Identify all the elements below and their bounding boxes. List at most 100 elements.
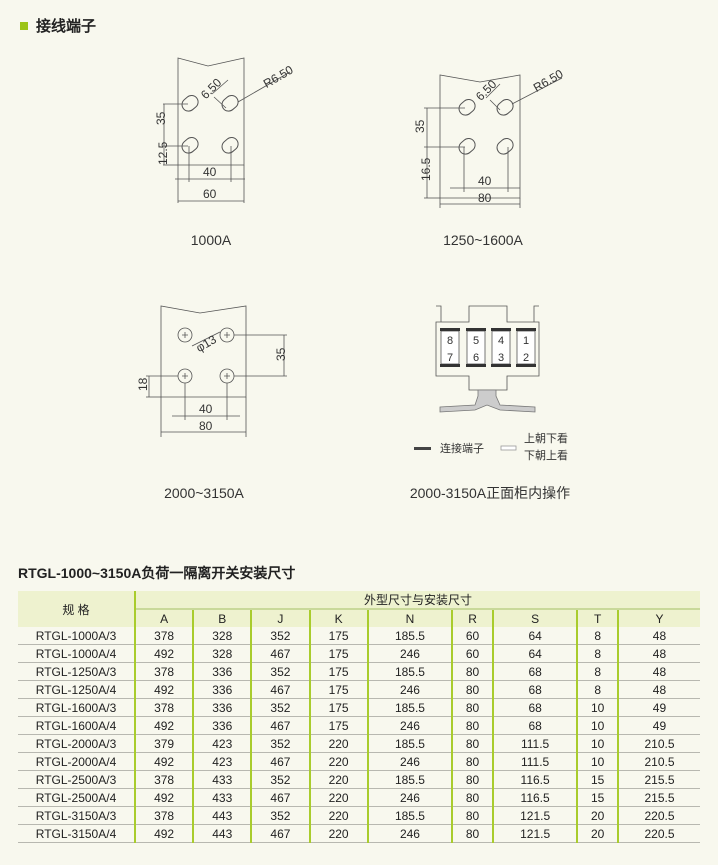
value-cell: 185.5 [366,770,453,789]
value-cell: 175 [308,716,368,735]
value-cell: 378 [135,662,194,681]
terminal-number: 1 [523,335,529,347]
value-cell: 185.5 [366,734,453,753]
value-cell: 423 [192,752,252,771]
diagram-caption: 2000~3150A [164,485,244,501]
value-cell: 10 [576,698,618,717]
terminal-number: 7 [447,352,453,364]
terminal-number: 5 [473,335,479,347]
value-cell: 15 [576,770,618,789]
terminal-number: 4 [498,335,504,347]
value-cell: 467 [250,788,310,807]
value-cell: 467 [250,824,310,843]
column-header: R [451,609,493,627]
value-cell: 80 [451,734,493,753]
value-cell: 492 [135,752,194,771]
column-header: A [135,609,194,627]
table-title: RTGL-1000~3150A负荷一隔离开关安装尺寸 [18,565,296,581]
column-header: N [366,609,453,627]
value-cell: 60 [451,627,493,645]
terminal-number: 2 [523,352,529,364]
legend-label: 上朝下看 [524,431,568,445]
value-cell: 492 [135,644,194,663]
dim-radius: R6.50 [531,66,566,94]
value-cell: 116.5 [491,788,578,807]
value-cell: 215.5 [616,788,700,807]
value-cell: 492 [135,716,194,735]
value-cell: 336 [192,662,252,681]
dim-bottom-offset: 12.5 [156,141,170,165]
value-cell: 80 [451,752,493,771]
value-cell: 80 [451,788,493,807]
value-cell: 185.5 [366,698,453,717]
model-cell: RTGL-2500A/3 [18,770,136,789]
dim-horizontal-spacing: 40 [199,402,213,416]
value-cell: 246 [366,644,453,663]
value-cell: 246 [366,824,453,843]
column-header: K [308,609,368,627]
value-cell: 121.5 [491,806,578,825]
model-cell: RTGL-1600A/4 [18,716,136,735]
bullet-square-icon [20,21,28,30]
dim-bottom-offset: 18 [136,377,150,391]
value-cell: 467 [250,716,310,735]
spec-header: 规 格 [18,591,136,627]
column-header: B [192,609,252,627]
value-cell: 352 [250,770,310,789]
value-cell: 433 [192,788,252,807]
value-cell: 443 [192,824,252,843]
value-cell: 423 [192,734,252,753]
legend-label: 下朝上看 [524,448,568,462]
model-cell: RTGL-1250A/3 [18,662,136,681]
model-cell: RTGL-3150A/3 [18,806,136,825]
value-cell: 215.5 [616,770,700,789]
legend-label: 连接端子 [440,442,484,455]
dim-radius: R6.50 [261,62,296,90]
dim-vertical-spacing: 35 [413,119,427,133]
model-cell: RTGL-1000A/3 [18,627,136,645]
value-cell: 246 [366,716,453,735]
model-cell: RTGL-1600A/3 [18,698,136,717]
value-cell: 220.5 [616,824,700,843]
value-cell: 210.5 [616,734,700,753]
value-cell: 116.5 [491,770,578,789]
value-cell: 48 [616,662,700,681]
model-cell: RTGL-1250A/4 [18,680,136,699]
value-cell: 10 [576,734,618,753]
value-cell: 20 [576,806,618,825]
value-cell: 378 [135,806,194,825]
group-header: 外型尺寸与安装尺寸 [135,591,700,610]
value-cell: 467 [250,680,310,699]
value-cell: 352 [250,806,310,825]
value-cell: 336 [192,680,252,699]
value-cell: 80 [451,662,493,681]
value-cell: 433 [192,770,252,789]
terminal-diagrams: 6.50 R6.50 35 12.5 40 60 1000A 6.50 R6.5… [136,57,570,501]
dim-horizontal-spacing: 40 [478,174,492,188]
value-cell: 48 [616,680,700,699]
terminal-slots [440,328,536,367]
dim-bottom-offset: 16.5 [419,157,433,181]
value-cell: 185.5 [366,806,453,825]
dim-plate-width: 80 [199,419,213,433]
value-cell: 185.5 [366,627,453,645]
value-cell: 467 [250,644,310,663]
model-cell: RTGL-2000A/4 [18,752,136,771]
value-cell: 175 [308,627,368,645]
value-cell: 111.5 [491,734,578,753]
value-cell: 68 [491,716,578,735]
value-cell: 10 [576,716,618,735]
value-cell: 175 [308,662,368,681]
dim-slot-width: 6.50 [473,77,500,104]
value-cell: 378 [135,627,194,645]
section-title: 接线端子 [36,18,97,35]
value-cell: 352 [250,698,310,717]
terminal-number: 3 [498,352,504,364]
